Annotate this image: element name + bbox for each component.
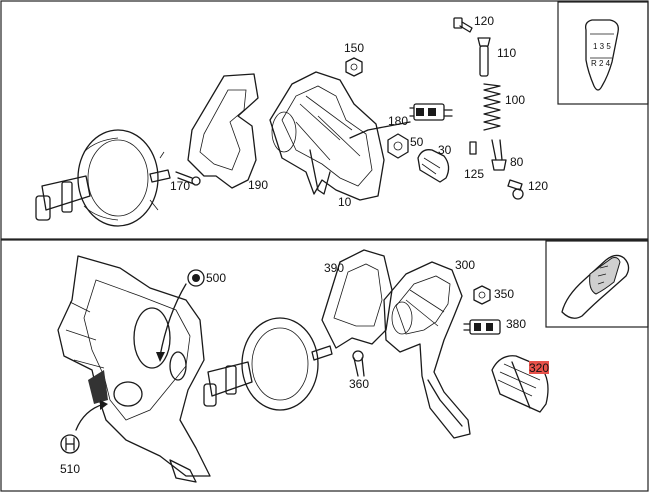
callout-500: 500 bbox=[206, 271, 226, 285]
callout-360: 360 bbox=[349, 377, 369, 391]
nut-50 bbox=[387, 133, 409, 159]
callout-50: 50 bbox=[410, 135, 424, 149]
callout-170: 170 bbox=[170, 179, 190, 193]
callout-320: 320 bbox=[529, 361, 549, 375]
bolt-120-top bbox=[453, 17, 473, 33]
firewall-panel bbox=[57, 255, 211, 483]
leader-500 bbox=[159, 283, 187, 357]
callout-10: 10 bbox=[338, 195, 352, 209]
leader-180 bbox=[349, 121, 411, 139]
gear-pattern-top: 1 3 5 bbox=[593, 42, 611, 51]
callout-180: 180 bbox=[388, 114, 408, 128]
callout-380: 380 bbox=[506, 317, 526, 331]
gear-shift-inset: 1 3 5 R 2 4 bbox=[557, 1, 649, 105]
pedal-assembly-300 bbox=[383, 261, 471, 439]
nut-150 bbox=[345, 57, 363, 77]
switch-380 bbox=[463, 319, 501, 335]
callout-125: 125 bbox=[464, 167, 484, 181]
bracket-390 bbox=[321, 249, 393, 349]
pedal-pad-30 bbox=[417, 149, 450, 183]
callout-30: 30 bbox=[438, 143, 452, 157]
brake-booster-bottom bbox=[203, 317, 333, 411]
callout-80: 80 bbox=[510, 155, 524, 169]
pin-125 bbox=[469, 141, 477, 155]
pedal-assembly-10 bbox=[269, 71, 385, 201]
gear-pattern-bottom: R 2 4 bbox=[591, 59, 611, 68]
leader-510 bbox=[75, 403, 105, 431]
callout-100: 100 bbox=[505, 93, 525, 107]
grommet-500 bbox=[187, 269, 205, 287]
rod-80 bbox=[491, 139, 507, 171]
plug-510 bbox=[60, 434, 80, 454]
callout-190: 190 bbox=[248, 178, 268, 192]
selector-lever-inset bbox=[545, 240, 649, 328]
top-panel-frame bbox=[0, 0, 649, 240]
callout-110: 110 bbox=[497, 46, 516, 60]
bolt-120-lower bbox=[507, 179, 524, 200]
brake-booster-top bbox=[35, 129, 171, 227]
callout-120-lower: 120 bbox=[528, 179, 548, 193]
callout-390: 390 bbox=[324, 261, 344, 275]
switch-180 bbox=[409, 103, 453, 121]
callout-150: 150 bbox=[344, 41, 364, 55]
bracket-190 bbox=[187, 73, 259, 189]
bottom-panel-frame bbox=[0, 239, 649, 492]
nut-350 bbox=[473, 285, 491, 305]
bolt-170 bbox=[175, 171, 201, 186]
callout-320-highlight bbox=[529, 361, 549, 374]
callout-510: 510 bbox=[60, 462, 80, 476]
callout-350: 350 bbox=[494, 287, 514, 301]
callout-300: 300 bbox=[455, 258, 475, 272]
bolt-360 bbox=[352, 350, 365, 377]
pin-110 bbox=[477, 37, 491, 77]
callout-120-top: 120 bbox=[474, 14, 494, 28]
spring-100 bbox=[483, 83, 501, 131]
